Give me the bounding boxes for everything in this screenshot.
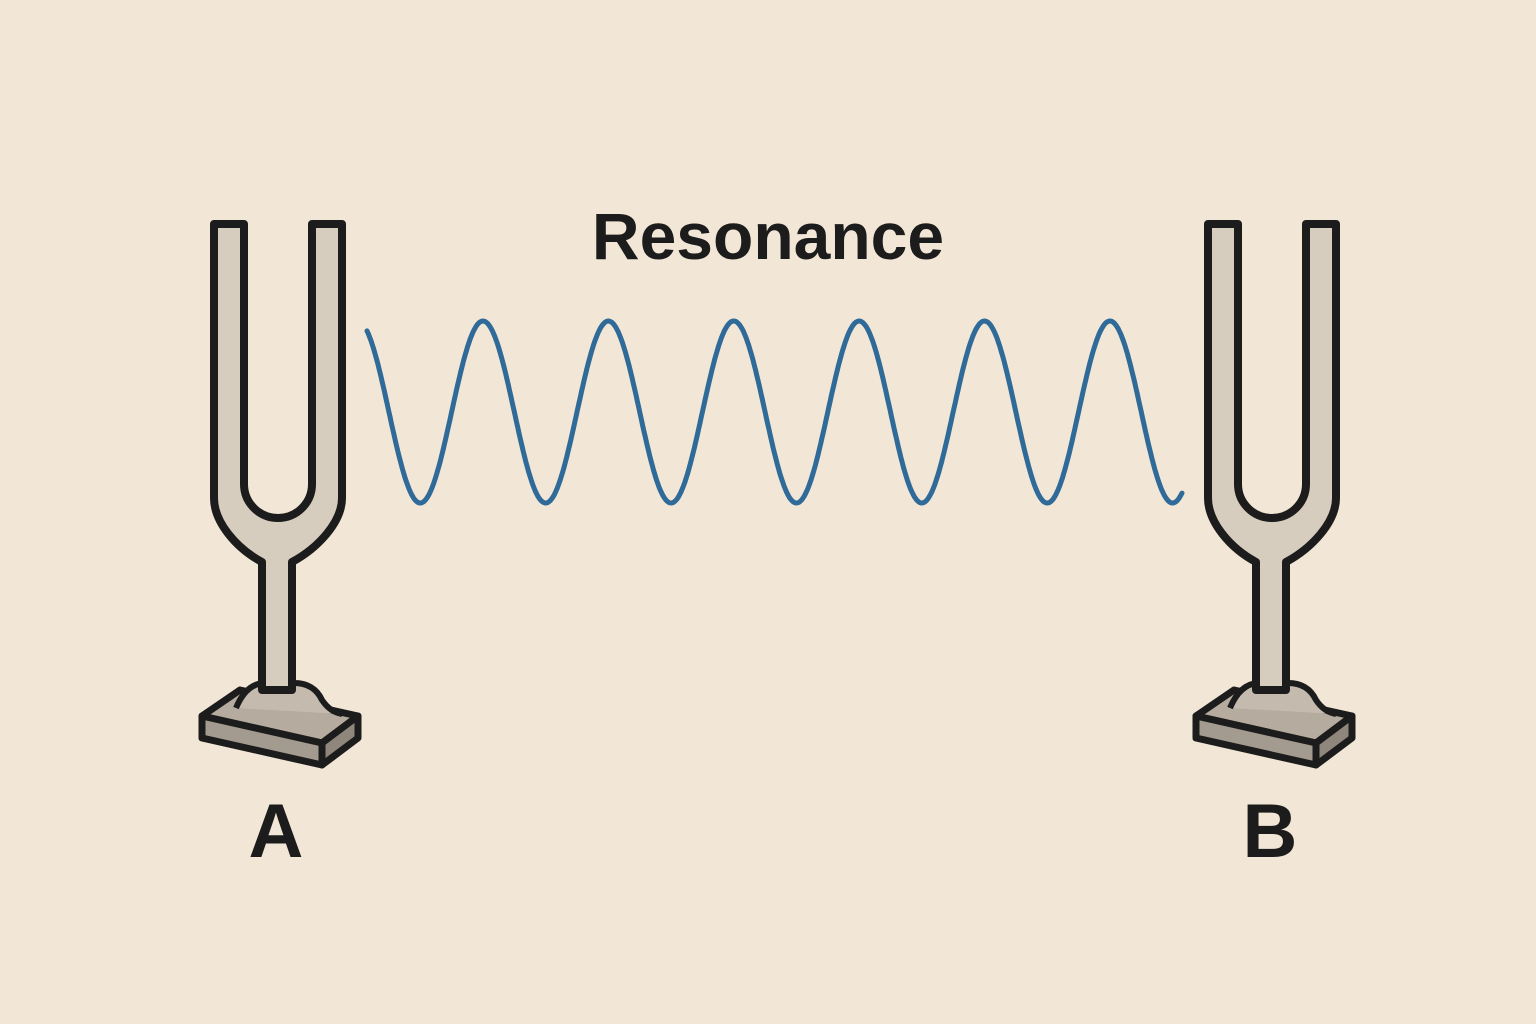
- fork-b-base: [1192, 680, 1356, 769]
- fork-a-label: A: [249, 789, 304, 874]
- diagram-title: Resonance: [592, 199, 944, 273]
- fork-b-body: [1204, 220, 1340, 694]
- sound-wave: [364, 318, 1185, 506]
- tuning-fork-b: [1192, 220, 1356, 769]
- fork-a-body: [210, 220, 346, 694]
- fork-a-base: [198, 680, 362, 769]
- tuning-fork-a: [198, 220, 362, 769]
- fork-b-label: B: [1243, 789, 1298, 874]
